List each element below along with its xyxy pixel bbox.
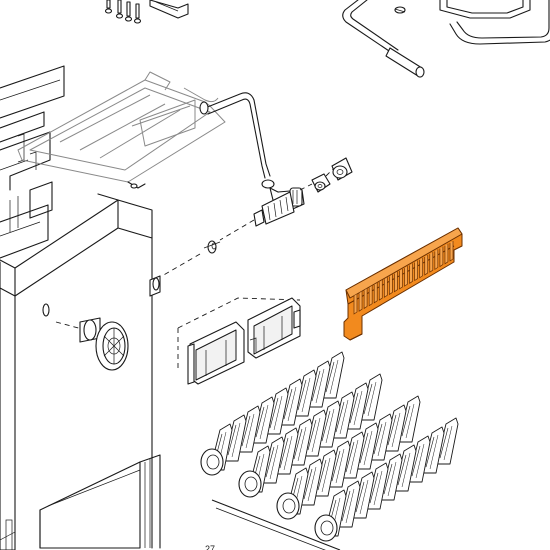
control-knob[interactable] — [55, 317, 129, 371]
burner-array — [200, 351, 459, 550]
screw — [133, 3, 142, 24]
burner-blade — [369, 413, 393, 461]
burner-rail — [211, 499, 341, 550]
burner-blade — [313, 449, 337, 497]
burner-blade — [307, 360, 331, 408]
burner-blade — [345, 382, 369, 430]
bracket-fin — [409, 263, 413, 284]
burner-blade — [327, 440, 351, 488]
burner-blade — [317, 400, 341, 448]
burner-blade — [331, 391, 355, 439]
burner-blade — [379, 453, 403, 501]
bracket-fin — [404, 266, 408, 287]
bracket-fin — [363, 288, 368, 310]
bracket-fin — [414, 260, 418, 282]
burner-blade — [279, 378, 303, 426]
appliance-body: 27 — [0, 65, 215, 550]
svg-text:27: 27 — [205, 544, 215, 550]
burner-blade — [251, 396, 275, 444]
bracket-fin — [429, 252, 434, 273]
burner-blade — [397, 395, 421, 443]
bracket-fin — [434, 249, 439, 271]
burner-inlet-bore — [282, 498, 296, 514]
burner-blade — [351, 471, 375, 519]
bracket-fin — [358, 291, 363, 312]
burner-blade — [223, 414, 247, 462]
burner-row — [200, 351, 345, 476]
burner-inlet-bore — [320, 520, 334, 536]
burner-blade — [299, 458, 323, 506]
burner-blade — [359, 373, 383, 421]
burner-blade — [293, 369, 317, 417]
burner-blade — [237, 405, 261, 453]
burner-blade — [341, 431, 365, 479]
bracket-fin — [353, 294, 358, 315]
burner-row — [314, 417, 459, 542]
burner-blade — [289, 418, 313, 466]
bracket-fin — [378, 280, 383, 301]
bracket-fin — [449, 241, 454, 262]
small-bracket — [149, 0, 189, 19]
bracket-fin — [389, 274, 393, 296]
bracket-fin — [383, 277, 388, 298]
bracket-fins — [353, 241, 454, 315]
burner-inlet-bore — [206, 454, 220, 470]
top-tray — [17, 71, 226, 189]
screw — [124, 1, 133, 22]
bracket-fin — [368, 285, 373, 307]
bracket-fin — [419, 257, 424, 279]
bracket-fin — [373, 282, 378, 304]
burner-blade — [383, 404, 407, 452]
bracket-fin — [394, 271, 398, 293]
burner-blade — [435, 417, 459, 465]
bracket-fin — [444, 243, 449, 265]
burner-inlet-bore — [244, 476, 258, 492]
burner-blade — [261, 436, 285, 484]
burner-row — [276, 395, 421, 520]
burner-blade — [355, 422, 379, 470]
burner-blade — [393, 444, 417, 492]
burner-blade — [337, 480, 361, 528]
bracket-fin — [399, 268, 403, 290]
screw — [104, 0, 113, 14]
burner-blade — [421, 426, 445, 474]
burner-support-bracket[interactable] — [343, 227, 463, 341]
burner-blade — [407, 435, 431, 483]
bracket-fin — [439, 246, 444, 268]
burner-blade — [321, 351, 345, 399]
burner-row — [238, 373, 383, 498]
screw — [115, 0, 124, 19]
burner-blade — [303, 409, 327, 457]
bracket-fin — [424, 254, 429, 276]
gas-line-assembly — [161, 92, 353, 277]
side-panel-brackets — [177, 297, 301, 385]
pilot-tube-assembly — [342, 0, 550, 78]
burner-blade — [265, 387, 289, 435]
screws-group — [104, 0, 189, 24]
burner-blade — [275, 427, 299, 475]
orifice-fitting — [149, 240, 221, 297]
burner-blade — [365, 462, 389, 510]
